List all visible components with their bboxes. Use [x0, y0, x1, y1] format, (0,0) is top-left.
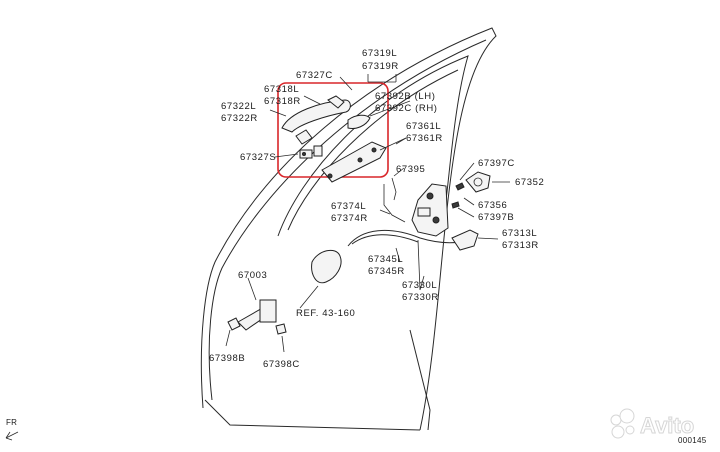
- label-67322r: 67322R: [221, 113, 258, 124]
- handle-cover-part: [347, 114, 371, 129]
- key-cylinder-part: [299, 145, 323, 159]
- outside-handle-part: [281, 95, 351, 145]
- label-67003: 67003: [238, 270, 267, 281]
- label-ref-43-160: REF. 43-160: [296, 308, 355, 319]
- label-67374r: 67374R: [331, 213, 368, 224]
- avito-watermark: Avito: [610, 408, 695, 439]
- label-67395: 67395: [396, 164, 425, 175]
- front-direction-indicator: FR: [5, 418, 19, 441]
- label-67319l: 67319L: [362, 48, 397, 59]
- screw-67397b: [451, 201, 460, 209]
- label-67392c: 67392C (RH): [375, 103, 438, 114]
- label-67356: 67356: [478, 200, 507, 211]
- door-check-part: [227, 299, 287, 335]
- inner-handle-ref: [311, 249, 342, 284]
- striker-part: [465, 171, 491, 193]
- label-67313l: 67313L: [502, 228, 537, 239]
- door-outline: [200, 27, 497, 431]
- control-rod-67374: [383, 184, 406, 223]
- label-67352: 67352: [515, 177, 544, 188]
- avito-watermark-text: Avito: [640, 413, 694, 438]
- leader-lines: [225, 74, 510, 353]
- label-67345l: 67345L: [368, 254, 403, 265]
- label-67318r: 67318R: [264, 96, 301, 107]
- door-latch-part: [411, 183, 449, 237]
- label-67398b: 67398B: [209, 353, 245, 364]
- label-67397c: 67397C: [478, 158, 515, 169]
- fr-label: FR: [6, 418, 17, 427]
- diagram-code: 000145: [678, 436, 707, 445]
- screw-67397c: [455, 182, 465, 191]
- handle-frame-part: [321, 141, 387, 183]
- label-67319r: 67319R: [362, 61, 399, 72]
- label-67361r: 67361R: [406, 133, 443, 144]
- label-67330r: 67330R: [402, 292, 439, 303]
- inside-handle-67313: [451, 229, 479, 251]
- cable-67345-b: [351, 234, 419, 245]
- label-67322l: 67322L: [221, 101, 256, 112]
- label-67330l: 67330L: [402, 280, 437, 291]
- control-rod-67395: [391, 177, 397, 201]
- label-67398c: 67398C: [263, 359, 300, 370]
- label-67374l: 67374L: [331, 201, 366, 212]
- label-67361l: 67361L: [406, 121, 441, 132]
- label-67397b: 67397B: [478, 212, 514, 223]
- label-67327s: 67327S: [240, 152, 276, 163]
- label-67392b: 67392B (LH): [375, 91, 435, 102]
- label-67327c: 67327C: [296, 70, 333, 81]
- label-67345r: 67345R: [368, 266, 405, 277]
- label-67313r: 67313R: [502, 240, 539, 251]
- avito-dots-icon: [610, 408, 635, 439]
- label-67318l: 67318L: [264, 84, 299, 95]
